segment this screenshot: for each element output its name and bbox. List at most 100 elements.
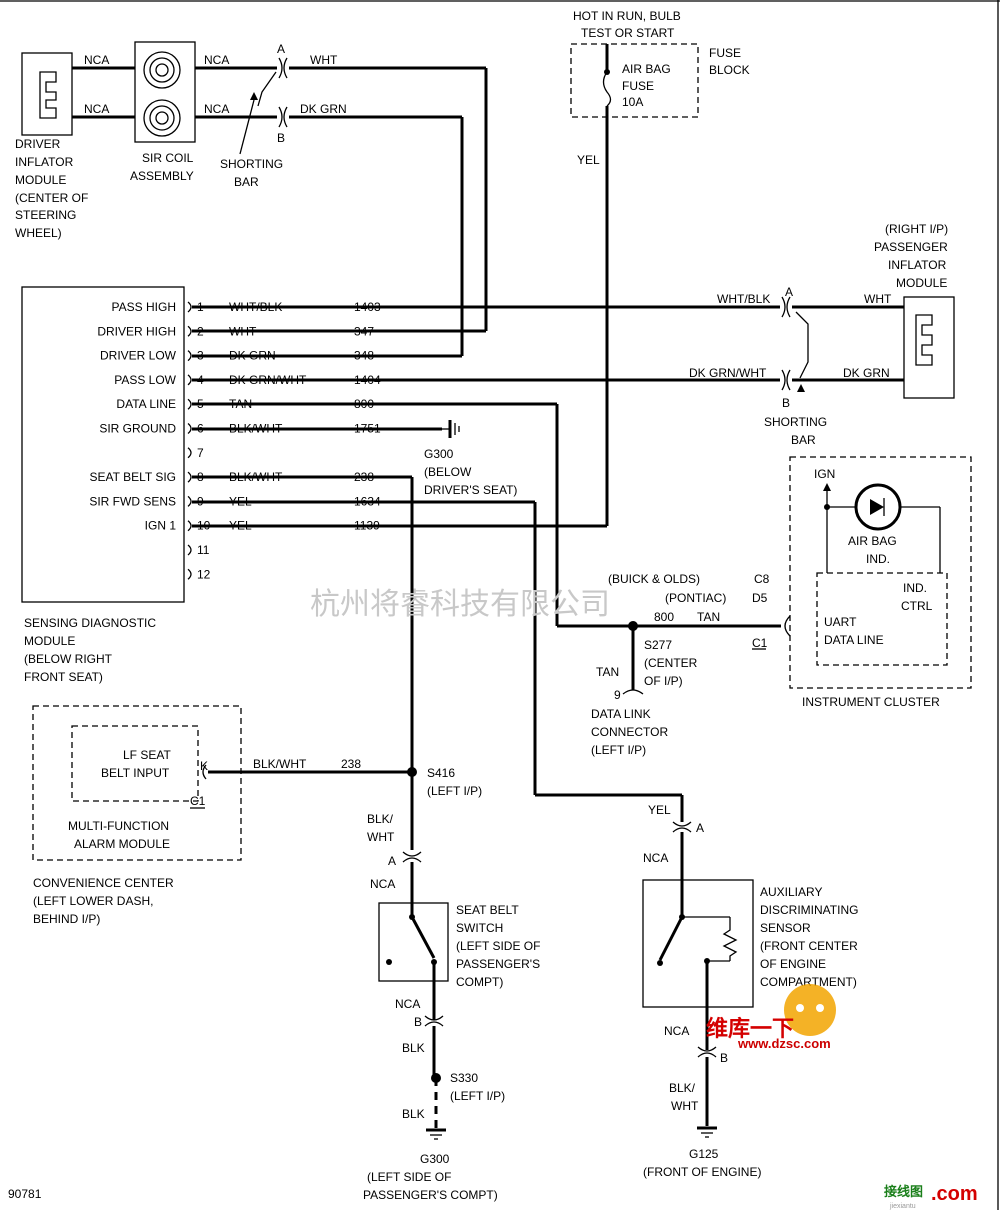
aux-conn-b: B — [720, 1051, 728, 1065]
ign-label: IGN — [814, 467, 835, 481]
corner-logo-en: .com — [931, 1183, 978, 1205]
conn-b-label: B — [277, 131, 285, 145]
s416-location: (LEFT I/P) — [427, 784, 482, 798]
coil-icon-2 — [143, 99, 181, 137]
driver-module-label: DRIVER — [15, 137, 61, 151]
sdm-pin-connector — [187, 301, 192, 313]
aux-nca-top: NCA — [643, 851, 668, 865]
aux-conn-a: A — [696, 821, 704, 835]
sdm-pin-connector — [187, 350, 192, 362]
aux-label-6: COMPARTMENT) — [760, 975, 857, 989]
dzsc-logo: 维库一下 www.dzsc.com — [706, 984, 836, 1051]
passenger-inflator-module: (RIGHT I/P) PASSENGER INFLATOR MODULE WH… — [689, 222, 955, 447]
connector-b — [278, 106, 288, 128]
sdm-pin-number: 12 — [197, 567, 211, 581]
s330-location: (LEFT I/P) — [450, 1089, 505, 1103]
alarm-circuit: 238 — [341, 757, 361, 771]
shorting-bar-pointer — [239, 99, 255, 155]
s416-splice-dot — [407, 767, 417, 777]
splice-s277: (BUICK & OLDS) (PONTIAC) 800 TAN S277 (C… — [557, 572, 781, 757]
pass-module-label-3: INFLATOR — [888, 258, 947, 272]
seatbelt-switch-label: SEAT BELT — [456, 903, 519, 917]
sdm-pin-number: 11 — [197, 543, 210, 557]
aux-wire-color: YEL — [648, 803, 671, 817]
aux-label-5: OF ENGINE — [760, 957, 826, 971]
driver-module-label-5: STEERING — [15, 208, 76, 222]
driver-module-label-2: INFLATOR — [15, 155, 74, 169]
aux-switch-contact-icon — [658, 916, 684, 961]
ground-g300-upper: G300 (BELOW DRIVER'S SEAT) — [424, 420, 517, 497]
watermark-text: 杭州将睿科技有限公司 — [310, 587, 610, 622]
seatbelt-nca-bottom: NCA — [395, 997, 420, 1011]
alarm-module-label-2: ALARM MODULE — [74, 837, 170, 851]
seatbelt-connector-a — [402, 851, 422, 863]
driver-module-label-4: (CENTER OF — [15, 191, 88, 205]
dzsc-url-text: www.dzsc.com — [737, 1036, 831, 1051]
sdm-pin-name: DRIVER HIGH — [97, 324, 176, 338]
driver-inflator-module: DRIVER INFLATOR MODULE (CENTER OF STEERI… — [15, 52, 88, 240]
fuse-wire-color: YEL — [577, 153, 600, 167]
pass-upper-in-label: WHT/BLK — [717, 292, 770, 306]
corner-logo-cn: 接线图 — [884, 1184, 923, 1199]
nca-label-2: NCA — [84, 102, 109, 116]
aux-sensor-box — [642, 879, 754, 1008]
dlc-label: DATA LINK — [591, 707, 651, 721]
resistor-icon — [722, 917, 738, 961]
aux-wht-label: WHT — [671, 1099, 699, 1113]
fuse-rating: 10A — [622, 95, 643, 109]
fuse-block: HOT IN RUN, BULB TEST OR START AIR BAG F… — [570, 9, 750, 167]
g125-label-2: (FRONT OF ENGINE) — [643, 1165, 761, 1179]
fuse-header-2: TEST OR START — [581, 26, 675, 40]
fuse-name: AIR BAG — [622, 62, 671, 76]
ign-arrow-icon — [823, 483, 831, 491]
tan-label: TAN — [697, 610, 720, 624]
sdm-pin-connector — [187, 374, 192, 386]
aux-connector-b — [697, 1046, 717, 1058]
sdm-pin-connector — [187, 471, 192, 483]
lf-seat-label: LF SEAT — [123, 748, 171, 762]
s330-label: S330 — [450, 1071, 478, 1085]
dkgrn-label: DK GRN — [300, 102, 347, 116]
corner-logo-small: jiexiantu — [889, 1203, 916, 1210]
dlc-color-label: TAN — [596, 665, 619, 679]
buick-olds-label: (BUICK & OLDS) — [608, 572, 700, 586]
fuse-block-label: FUSE — [709, 46, 741, 60]
sdm-pin-connector — [187, 447, 192, 459]
seatbelt-wire-color-2: WHT — [367, 830, 395, 844]
pass-shorting-bar — [795, 311, 809, 379]
nca-label-1: NCA — [84, 53, 109, 67]
instrument-cluster-label: INSTRUMENT CLUSTER — [802, 695, 940, 709]
d5-label: D5 — [752, 591, 768, 605]
sdm-pin-name: SIR GROUND — [99, 422, 176, 436]
conn-a-label: A — [277, 42, 285, 56]
cluster-connector — [784, 615, 791, 637]
driver-module-label-6: WHEEL) — [15, 226, 62, 240]
aux-label-3: SENSOR — [760, 921, 811, 935]
sdm-pin-connector — [187, 325, 192, 337]
belt-input-label: BELT INPUT — [101, 766, 170, 780]
squib-icon — [39, 71, 57, 119]
indicator-label-2: IND. — [866, 552, 890, 566]
indicator-label: AIR BAG — [848, 534, 897, 548]
s277-location: (CENTER — [644, 656, 698, 670]
alarm-wire-color: BLK/WHT — [253, 757, 307, 771]
sdm-pin-connector — [187, 544, 192, 556]
pin-k-label: K — [200, 759, 208, 773]
pass-lower-in-label: DK GRN/WHT — [689, 366, 767, 380]
uart-label-2: DATA LINE — [824, 633, 884, 647]
sdm-label-4: FRONT SEAT) — [24, 670, 103, 684]
corner-logo: 接线图 .com jiexiantu — [884, 1183, 978, 1210]
sir-coil-assembly: SIR COIL ASSEMBLY — [130, 41, 196, 183]
circuit-800-label: 800 — [654, 610, 674, 624]
seatbelt-switch-label-2: SWITCH — [456, 921, 503, 935]
aux-label-4: (FRONT CENTER — [760, 939, 858, 953]
g300-lower-label: G300 — [420, 1152, 450, 1166]
sdm-label-2: MODULE — [24, 634, 75, 648]
nca-label-4: NCA — [204, 102, 229, 116]
convenience-center-label-2: (LEFT LOWER DASH, — [33, 894, 153, 908]
g300-label: G300 — [424, 447, 454, 461]
uart-label: UART — [824, 615, 857, 629]
sdm-pin-connector — [187, 568, 192, 580]
sdm-pin-connector — [187, 398, 192, 410]
g300-label-3: DRIVER'S SEAT) — [424, 483, 517, 497]
